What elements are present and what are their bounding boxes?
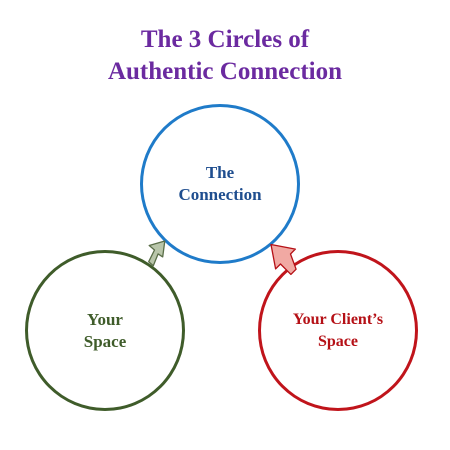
client-space-label-line1: Your Client’s [292, 310, 384, 328]
client-space-label-line2: Space [318, 332, 358, 350]
client-space-to-connection-arrow [270, 243, 297, 276]
connection-label-line2: Connection [178, 185, 262, 204]
connection-label-line1: The [205, 163, 235, 182]
your-space-label-line2: Space [83, 331, 127, 351]
your-space-label-line1: Your [87, 309, 123, 329]
your-space-to-connection-arrow [148, 240, 166, 267]
your-space-circle: Your Space [25, 250, 185, 411]
diagram-title-line1: The 3 Circles of [140, 26, 310, 53]
diagram-title-line2: Authentic Connection [107, 58, 343, 85]
client-space-circle: Your Client’s Space [258, 250, 418, 411]
connection-circle: The Connection [140, 104, 300, 264]
